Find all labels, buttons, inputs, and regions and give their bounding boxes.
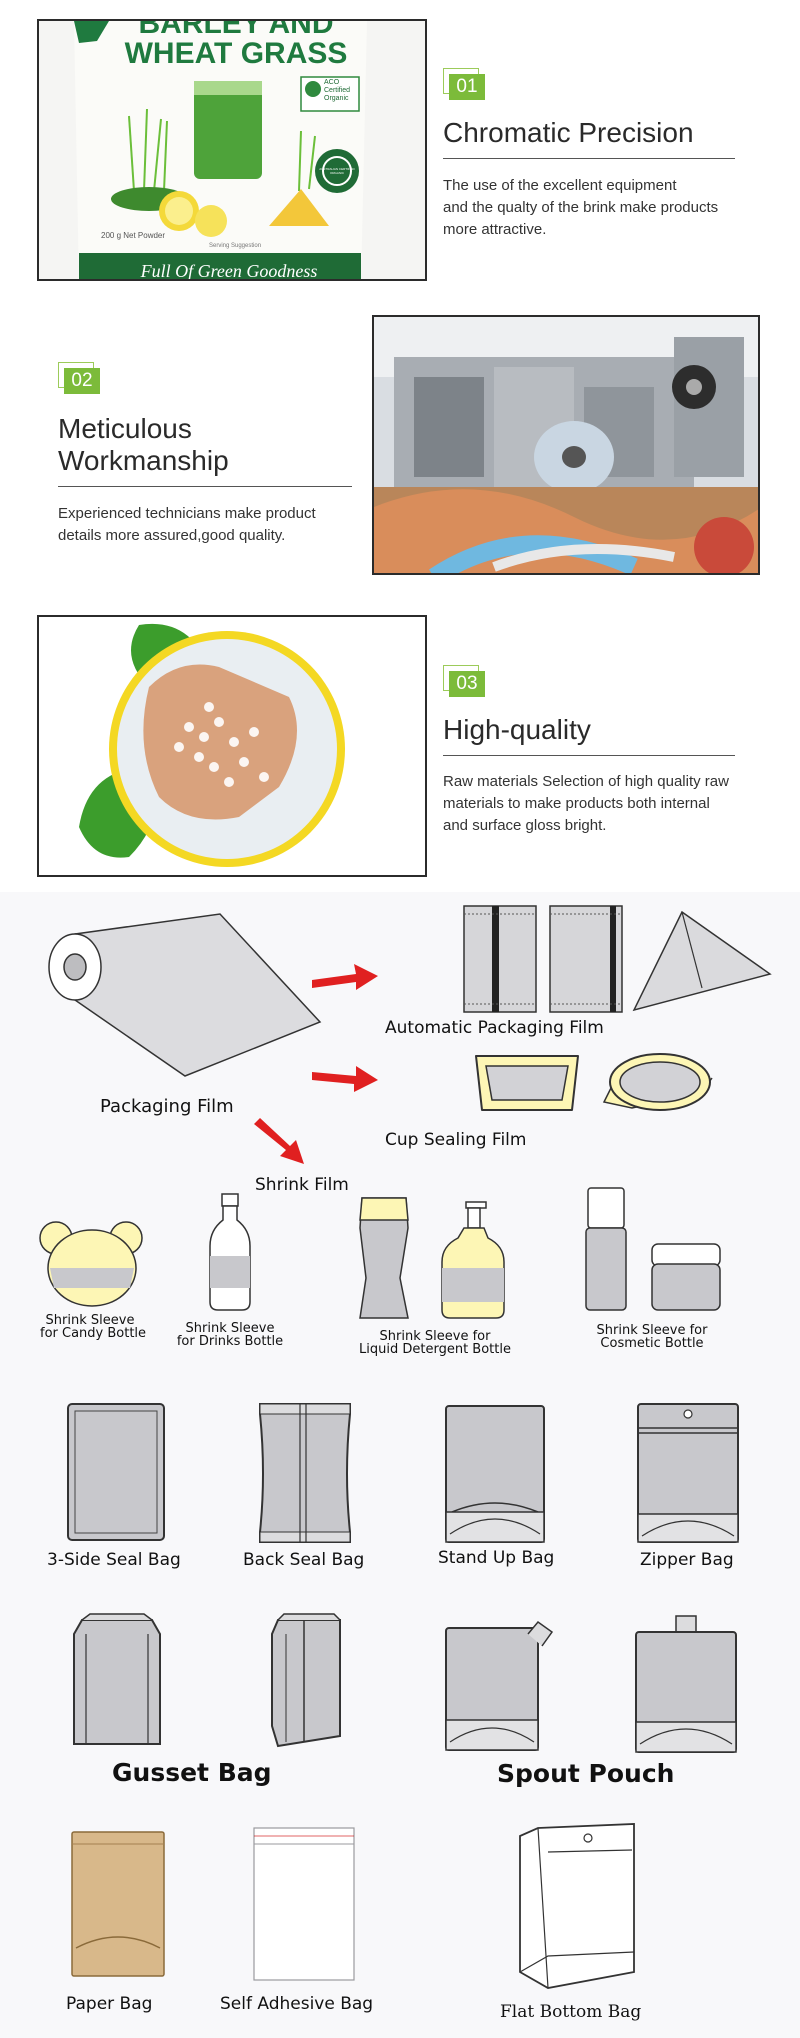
caption-line: Cosmetic Bottle	[600, 1336, 704, 1351]
back-seal-bag-label: Back Seal Bag	[243, 1550, 365, 1570]
packaging-film-label: Packaging Film	[100, 1096, 234, 1117]
description-line: more attractive.	[443, 221, 547, 238]
spout-pouch-label: Spout Pouch	[497, 1759, 675, 1788]
description-line: details more assured,good quality.	[58, 527, 286, 544]
packaging-applications-panel: Packaging Film Automatic Packaging Film …	[0, 892, 800, 2038]
self-adhesive-bag-label: Self Adhesive Bag	[220, 1994, 374, 2014]
raw-material-photo-frame	[37, 615, 427, 877]
description-line: and surface gloss bright.	[443, 817, 607, 834]
printing-machine-image	[374, 317, 758, 573]
detergent-sleeve-label: Shrink Sleeve for Liquid Detergent Bottl…	[355, 1330, 515, 1356]
certified-seal: AUSTRALIAN CERTIFIED ORGANIC	[319, 167, 355, 175]
feature-title-02: Meticulous Workmanship	[58, 413, 229, 477]
description-line: Raw materials Selection of high quality …	[443, 773, 729, 790]
zipper-bag-label: Zipper Bag	[640, 1550, 734, 1570]
candy-bottle-icon	[39, 1221, 143, 1307]
serving-suggestion: Serving Suggestion	[209, 243, 262, 249]
pouch-headline-line-1: BARLEY AND	[138, 19, 334, 40]
three-side-seal-bag-label: 3-Side Seal Bag	[47, 1550, 181, 1570]
center-spout-pouch-icon	[635, 1615, 737, 1753]
organic-badge-line-3: Organic	[324, 95, 349, 102]
cosmetic-sleeve-label: Shrink Sleeve for Cosmetic Bottle	[582, 1324, 722, 1350]
barley-wheat-grass-pouch-image	[39, 21, 425, 279]
caption-line: Shrink Sleeve for	[596, 1323, 708, 1338]
product-photo-frame: BARLEY AND WHEAT GRASS ACO Certified Org…	[37, 19, 427, 281]
caption-line: Shrink Sleeve for	[379, 1329, 491, 1344]
plastic-granules-image	[39, 617, 425, 875]
drinks-bottle-icon	[209, 1193, 251, 1311]
pouch-headline-line-2: WHEAT GRASS	[124, 37, 348, 70]
triangle-sachet-icon	[632, 910, 772, 1012]
drinks-sleeve-label: Shrink Sleeve for Drinks Bottle	[170, 1322, 290, 1348]
feature-description-02: Experienced technicians make product det…	[58, 503, 316, 547]
film-roll-icon	[48, 913, 322, 1077]
paper-bag-label: Paper Bag	[66, 1994, 153, 2014]
round-cup-icon	[602, 1053, 713, 1111]
spout-pouch-icon	[445, 1620, 554, 1751]
feature-divider-02	[58, 486, 352, 487]
detergent-bottle-icon	[359, 1197, 409, 1319]
feature-description-01: The use of the excellent equipment and t…	[443, 175, 718, 241]
stand-up-bag-label: Stand Up Bag	[438, 1548, 555, 1568]
caption-line: Shrink Sleeve	[45, 1313, 135, 1328]
flat-bottom-bag-icon	[519, 1823, 635, 1989]
feature-description-03: Raw materials Selection of high quality …	[443, 771, 729, 837]
description-line: Experienced technicians make product	[58, 505, 316, 522]
feature-number-badge-03: 03	[443, 665, 485, 697]
shrink-film-label: Shrink Film	[255, 1175, 349, 1195]
title-line: Workmanship	[58, 445, 229, 476]
caption-line: for Candy Bottle	[40, 1326, 147, 1341]
pouch-footer-text: Full Of Green Goodness	[140, 261, 318, 281]
feature-number: 03	[449, 671, 485, 697]
cosmetic-bottle-icon	[585, 1187, 627, 1311]
arrow-to-cup-film-icon	[312, 1066, 378, 1092]
feature-number-badge-01: 01	[443, 68, 485, 100]
three-side-seal-bag-icon	[67, 1403, 165, 1541]
net-weight: 200 g Net Powder	[101, 231, 166, 240]
gusset-bag-icon	[73, 1613, 161, 1745]
cosmetic-jar-icon	[651, 1243, 721, 1311]
feature-divider-03	[443, 755, 735, 756]
factory-photo-frame	[372, 315, 760, 575]
cup-sealing-film-label: Cup Sealing Film	[385, 1130, 527, 1150]
packaging-film-bag-icon	[549, 905, 623, 1013]
feature-title-01: Chromatic Precision	[443, 117, 694, 148]
organic-badge-line-1: ACO	[324, 79, 340, 86]
title-line: Meticulous	[58, 413, 192, 444]
cup-tray-icon	[475, 1055, 579, 1111]
back-seal-bag-icon	[259, 1403, 351, 1543]
gusset-bag-label: Gusset Bag	[112, 1758, 272, 1787]
feature-number: 02	[64, 368, 100, 394]
caption-line: for Drinks Bottle	[176, 1334, 284, 1349]
description-line: The use of the excellent equipment	[443, 177, 677, 194]
paper-bag-icon	[71, 1831, 165, 1977]
self-adhesive-bag-icon	[253, 1827, 355, 1981]
automatic-packaging-film-label: Automatic Packaging Film	[385, 1018, 604, 1038]
flat-bottom-bag-label: Flat Bottom Bag	[500, 2002, 642, 2022]
caption-line: Liquid Detergent Bottle	[359, 1342, 511, 1357]
feature-divider-01	[443, 158, 735, 159]
feature-number: 01	[449, 74, 485, 100]
stand-up-bag-icon	[445, 1405, 545, 1543]
zipper-bag-icon	[637, 1403, 739, 1543]
description-line: materials to make products both internal	[443, 795, 710, 812]
arrow-to-automatic-film-icon	[312, 964, 378, 990]
feature-title-03: High-quality	[443, 714, 591, 745]
pouch-headline: BARLEY AND WHEAT GRASS	[111, 19, 361, 70]
gusset-bag-side-icon	[271, 1613, 341, 1748]
organic-badge-text: ACO Certified Organic	[324, 79, 350, 103]
organic-badge-line-2: Certified	[324, 87, 351, 94]
caption-line: Shrink Sleeve	[185, 1321, 275, 1336]
packaging-film-bag-icon	[463, 905, 537, 1013]
arrow-to-shrink-film-icon	[254, 1118, 304, 1164]
feature-number-badge-02: 02	[58, 362, 100, 394]
candy-sleeve-label: Shrink Sleeve for Candy Bottle	[40, 1313, 147, 1341]
pump-bottle-icon	[441, 1201, 505, 1319]
description-line: and the qualty of the brink make product…	[443, 199, 719, 216]
